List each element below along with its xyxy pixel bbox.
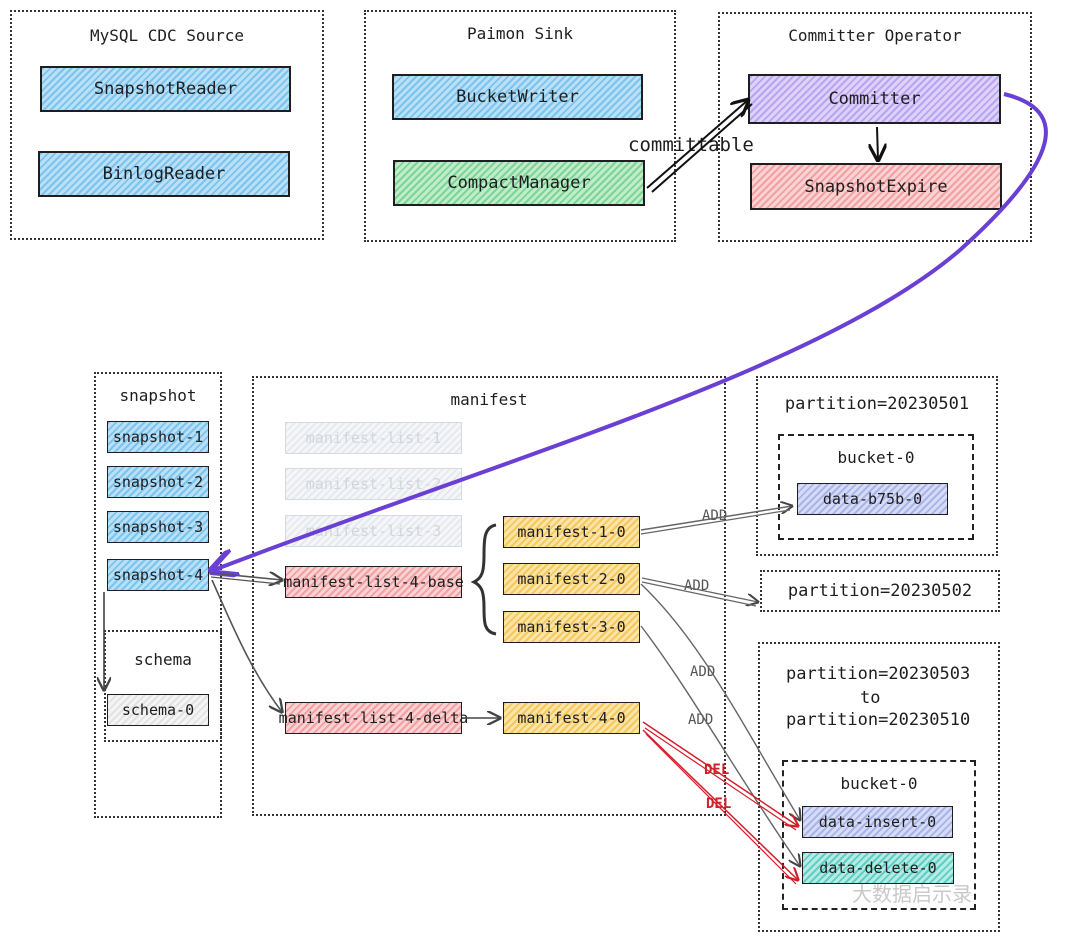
data-b75b-0-box[interactable]: data-b75b-0	[797, 483, 948, 515]
committable-arrow	[646, 100, 748, 189]
manifest4-del-delete-arrow	[642, 729, 798, 880]
mysql-cdc-source-title: MySQL CDC Source	[89, 26, 245, 45]
manifest4-del-insert-arrow	[642, 721, 798, 826]
snapshot4-to-base-arrow	[210, 573, 282, 580]
snapshot-1-box[interactable]: snapshot-1	[107, 421, 209, 453]
committer-to-expire-arrow	[877, 126, 878, 160]
manifest-title: manifest	[450, 390, 528, 409]
snapshot-2-box[interactable]: snapshot-2	[107, 466, 209, 498]
snapshot-reader-box[interactable]: SnapshotReader	[40, 66, 291, 112]
bucket-0-title: bucket-0	[837, 448, 915, 467]
watermark: 大数据启示录	[852, 882, 972, 906]
manifest-list-1-box[interactable]: manifest-list-1	[285, 422, 462, 454]
schema-title: schema	[134, 650, 192, 669]
partition-20230502-group: partition=20230502	[760, 570, 1000, 612]
committer-operator-group: Committer Operator	[718, 12, 1032, 242]
paimon-sink-group: Paimon Sink	[364, 10, 676, 242]
data-delete-0-box[interactable]: data-delete-0	[802, 852, 954, 884]
manifest2-to-partition2-arrow	[641, 577, 758, 602]
snapshot-title: snapshot	[119, 386, 197, 405]
manifest2-to-insert-arrow	[640, 583, 800, 820]
manifest-4-0-box[interactable]: manifest-4-0	[503, 702, 640, 734]
partition-20230503-group	[758, 642, 1000, 932]
mysql-cdc-source-group: MySQL CDC Source	[10, 10, 324, 240]
manifest-list-4-base-box[interactable]: manifest-list-4-base	[283, 566, 464, 598]
manifest3-to-delete-arrow	[640, 625, 800, 866]
partition-20230501-group: partition=20230501	[756, 376, 998, 556]
manifest-list-2-box[interactable]: manifest-list-2	[285, 468, 462, 500]
committer-operator-title: Committer Operator	[788, 26, 962, 45]
paimon-sink-title: Paimon Sink	[467, 24, 573, 43]
binlog-reader-box[interactable]: BinlogReader	[38, 151, 290, 197]
snapshot4-to-delta-arrow	[211, 579, 282, 712]
bucket-writer-box[interactable]: BucketWriter	[392, 74, 643, 120]
partition-range-to-label: to	[860, 688, 881, 708]
schema-0-box[interactable]: schema-0	[107, 694, 209, 726]
partition-20230503-bucket-group: bucket-0	[782, 760, 976, 910]
snapshot-expire-box[interactable]: SnapshotExpire	[750, 163, 1002, 210]
partition-20230501-title: partition=20230501	[784, 394, 970, 414]
manifest-list-4-delta-box[interactable]: manifest-list-4-delta	[279, 702, 468, 734]
partition-20230501-bucket-group: bucket-0	[778, 434, 974, 540]
committer-box[interactable]: Committer	[748, 74, 1001, 124]
bucket-0-title-2: bucket-0	[840, 774, 918, 793]
partition-20230503-title: partition=20230503	[786, 664, 971, 684]
del-label-1: DEL	[704, 762, 730, 778]
partition-20230502-title: partition=20230502	[787, 581, 973, 601]
manifest1-to-b75b-arrow	[640, 506, 792, 531]
manifest-brace	[470, 523, 497, 636]
commit-to-snapshot-arrow	[214, 92, 1048, 570]
compact-manager-box[interactable]: CompactManager	[393, 160, 645, 206]
snapshot-group: snapshot	[94, 372, 222, 818]
snapshot-3-box[interactable]: snapshot-3	[107, 511, 209, 543]
manifest-group: manifest	[252, 376, 726, 816]
committable-label: committable	[628, 134, 754, 156]
manifest-1-0-box[interactable]: manifest-1-0	[503, 516, 640, 548]
manifest-2-0-box[interactable]: manifest-2-0	[503, 563, 640, 595]
manifest-3-0-box[interactable]: manifest-3-0	[503, 611, 640, 643]
partition-20230510-title: partition=20230510	[786, 710, 971, 730]
snapshot-4-box[interactable]: snapshot-4	[107, 559, 209, 591]
data-insert-0-box[interactable]: data-insert-0	[802, 806, 953, 838]
